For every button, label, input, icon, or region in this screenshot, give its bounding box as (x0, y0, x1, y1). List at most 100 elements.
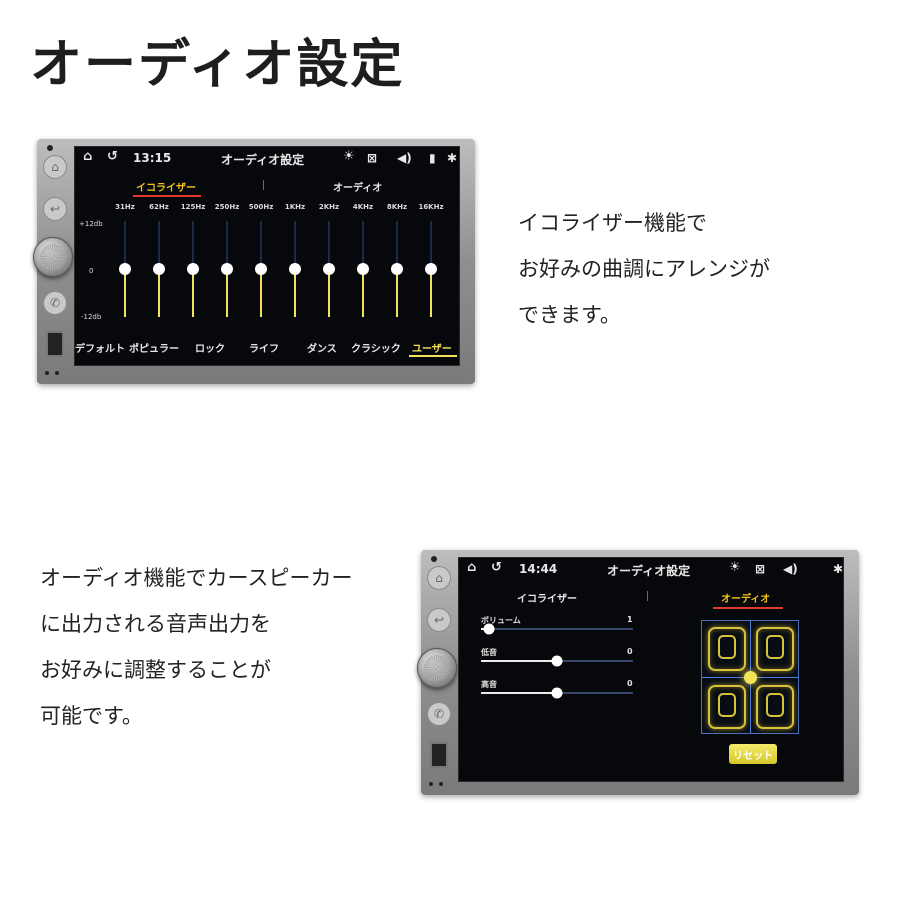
head-unit-audio: ⌂ ↩ ✆ ⌂ ↺ 14:44 オーディオ設定 ☀ ⊠ ◀) ✱ イコライザー … (417, 550, 859, 795)
eq-freq-label: 1KHz (284, 203, 306, 211)
eq-slider-thumb[interactable] (255, 263, 267, 275)
home-icon[interactable]: ⌂ (83, 149, 93, 164)
eq-slider-fill (396, 269, 398, 317)
eq-slider-thumb[interactable] (425, 263, 437, 275)
tab-active-underline (713, 607, 783, 609)
db-label-min: -12db (81, 313, 102, 321)
db-label-zero: 0 (89, 267, 94, 275)
tab-divider (647, 591, 648, 601)
eq-slider-thumb[interactable] (357, 263, 369, 275)
tab-divider (263, 180, 264, 190)
seat-rear-right-icon (756, 685, 794, 729)
eq-freq-label: 16KHz (418, 203, 444, 211)
indicator-dot-2 (439, 782, 443, 786)
slider-label: ボリューム (481, 616, 521, 625)
seat-front-right-icon (756, 627, 794, 671)
slider-label: 低音 (481, 648, 497, 657)
caption-line: お好みに調整することが (40, 658, 271, 682)
slider-value: 1 (627, 615, 633, 624)
indicator-dot-1 (429, 782, 433, 786)
caption-line: イコライザー機能で (518, 211, 707, 235)
eq-slider-thumb[interactable] (153, 263, 165, 275)
eq-slider-fill (328, 269, 330, 317)
back-hardware-button[interactable]: ↩ (43, 197, 67, 221)
back-icon[interactable]: ↺ (107, 149, 118, 164)
eq-slider-thumb[interactable] (289, 263, 301, 275)
caption-equalizer: イコライザー機能で お好みの曲調にアレンジが できます。 (518, 200, 770, 338)
status-bar: ⌂ ↺ 14:44 オーディオ設定 ☀ ⊠ ◀) ✱ (459, 558, 843, 580)
eq-slider-thumb[interactable] (187, 263, 199, 275)
back-icon[interactable]: ↺ (491, 560, 502, 575)
db-label-max: +12db (79, 220, 103, 228)
usb-port (46, 331, 64, 357)
eq-slider-thumb[interactable] (391, 263, 403, 275)
brightness-icon[interactable]: ☀ (729, 560, 741, 575)
caption-line: に出力される音声出力を (40, 612, 271, 636)
tab-audio[interactable]: オーディオ (721, 594, 771, 605)
screen-title: オーディオ設定 (607, 564, 691, 578)
caption-line: できます。 (518, 303, 621, 327)
tab-equalizer[interactable]: イコライザー (136, 183, 196, 194)
speaker-balance-panel[interactable] (701, 620, 799, 734)
display-off-icon[interactable]: ⊠ (367, 151, 378, 165)
eq-slider-fill (192, 269, 194, 317)
sd-card-icon: ▮ (429, 151, 436, 165)
bluetooth-icon: ✱ (833, 562, 844, 576)
eq-slider-fill (362, 269, 364, 317)
slider-fill (481, 660, 557, 662)
eq-slider-thumb[interactable] (119, 263, 131, 275)
clock: 14:44 (519, 562, 558, 576)
home-icon[interactable]: ⌂ (467, 560, 477, 575)
bluetooth-icon: ✱ (447, 151, 458, 165)
tab-active-underline (133, 195, 201, 197)
indicator-dot-1 (45, 371, 49, 375)
screen-title: オーディオ設定 (221, 153, 305, 167)
slider-track[interactable] (481, 628, 633, 630)
caption-line: 可能です。 (40, 704, 143, 728)
tab-audio[interactable]: オーディオ (333, 183, 383, 194)
balance-point-icon[interactable] (744, 671, 757, 684)
caption-audio: オーディオ機能でカースピーカー に出力される音声出力を お好みに調整することが … (40, 555, 352, 739)
unit-left-panel: ⌂ ↩ ✆ (417, 550, 457, 795)
volume-knob[interactable] (33, 237, 73, 277)
preset-button[interactable]: ポピュラー (129, 344, 179, 355)
page-title: オーディオ設定 (30, 35, 405, 95)
eq-slider-fill (124, 269, 126, 317)
preset-button[interactable]: クラシック (351, 344, 401, 355)
usb-port (430, 742, 448, 768)
eq-slider-thumb[interactable] (221, 263, 233, 275)
preset-button[interactable]: デフォルト (75, 344, 125, 355)
brightness-icon[interactable]: ☀ (343, 149, 355, 164)
slider-thumb[interactable] (483, 623, 495, 635)
reset-button[interactable]: リセット (729, 744, 777, 764)
slider-thumb[interactable] (551, 687, 563, 699)
eq-slider-fill (294, 269, 296, 317)
head-unit-equalizer: ⌂ ↩ ✆ ⌂ ↺ 13:15 オーディオ設定 ☀ ⊠ ◀) ▮ ✱ イコライザ… (33, 139, 475, 384)
preset-button[interactable]: ユーザー (412, 344, 452, 355)
preset-button[interactable]: ライフ (249, 344, 279, 355)
eq-freq-label: 2KHz (318, 203, 340, 211)
tab-equalizer[interactable]: イコライザー (517, 594, 577, 605)
unit-right-panel (461, 139, 475, 384)
volume-icon[interactable]: ◀) (783, 562, 798, 576)
seat-front-left-icon (708, 627, 746, 671)
mic-hole (431, 556, 437, 562)
eq-freq-label: 8KHz (386, 203, 408, 211)
preset-button[interactable]: ロック (195, 344, 225, 355)
eq-slider-thumb[interactable] (323, 263, 335, 275)
screen-equalizer: ⌂ ↺ 13:15 オーディオ設定 ☀ ⊠ ◀) ▮ ✱ イコライザー オーディ… (74, 146, 460, 366)
display-off-icon[interactable]: ⊠ (755, 562, 766, 576)
volume-icon[interactable]: ◀) (397, 151, 412, 165)
eq-freq-label: 125Hz (180, 203, 206, 211)
home-hardware-button[interactable]: ⌂ (43, 155, 67, 179)
eq-freq-label: 62Hz (149, 203, 169, 211)
home-hardware-button[interactable]: ⌂ (427, 566, 451, 590)
volume-knob[interactable] (417, 648, 457, 688)
phone-hardware-button[interactable]: ✆ (43, 291, 67, 315)
phone-hardware-button[interactable]: ✆ (427, 702, 451, 726)
caption-line: お好みの曲調にアレンジが (518, 257, 770, 281)
slider-thumb[interactable] (551, 655, 563, 667)
mic-hole (47, 145, 53, 151)
preset-button[interactable]: ダンス (307, 344, 337, 355)
back-hardware-button[interactable]: ↩ (427, 608, 451, 632)
